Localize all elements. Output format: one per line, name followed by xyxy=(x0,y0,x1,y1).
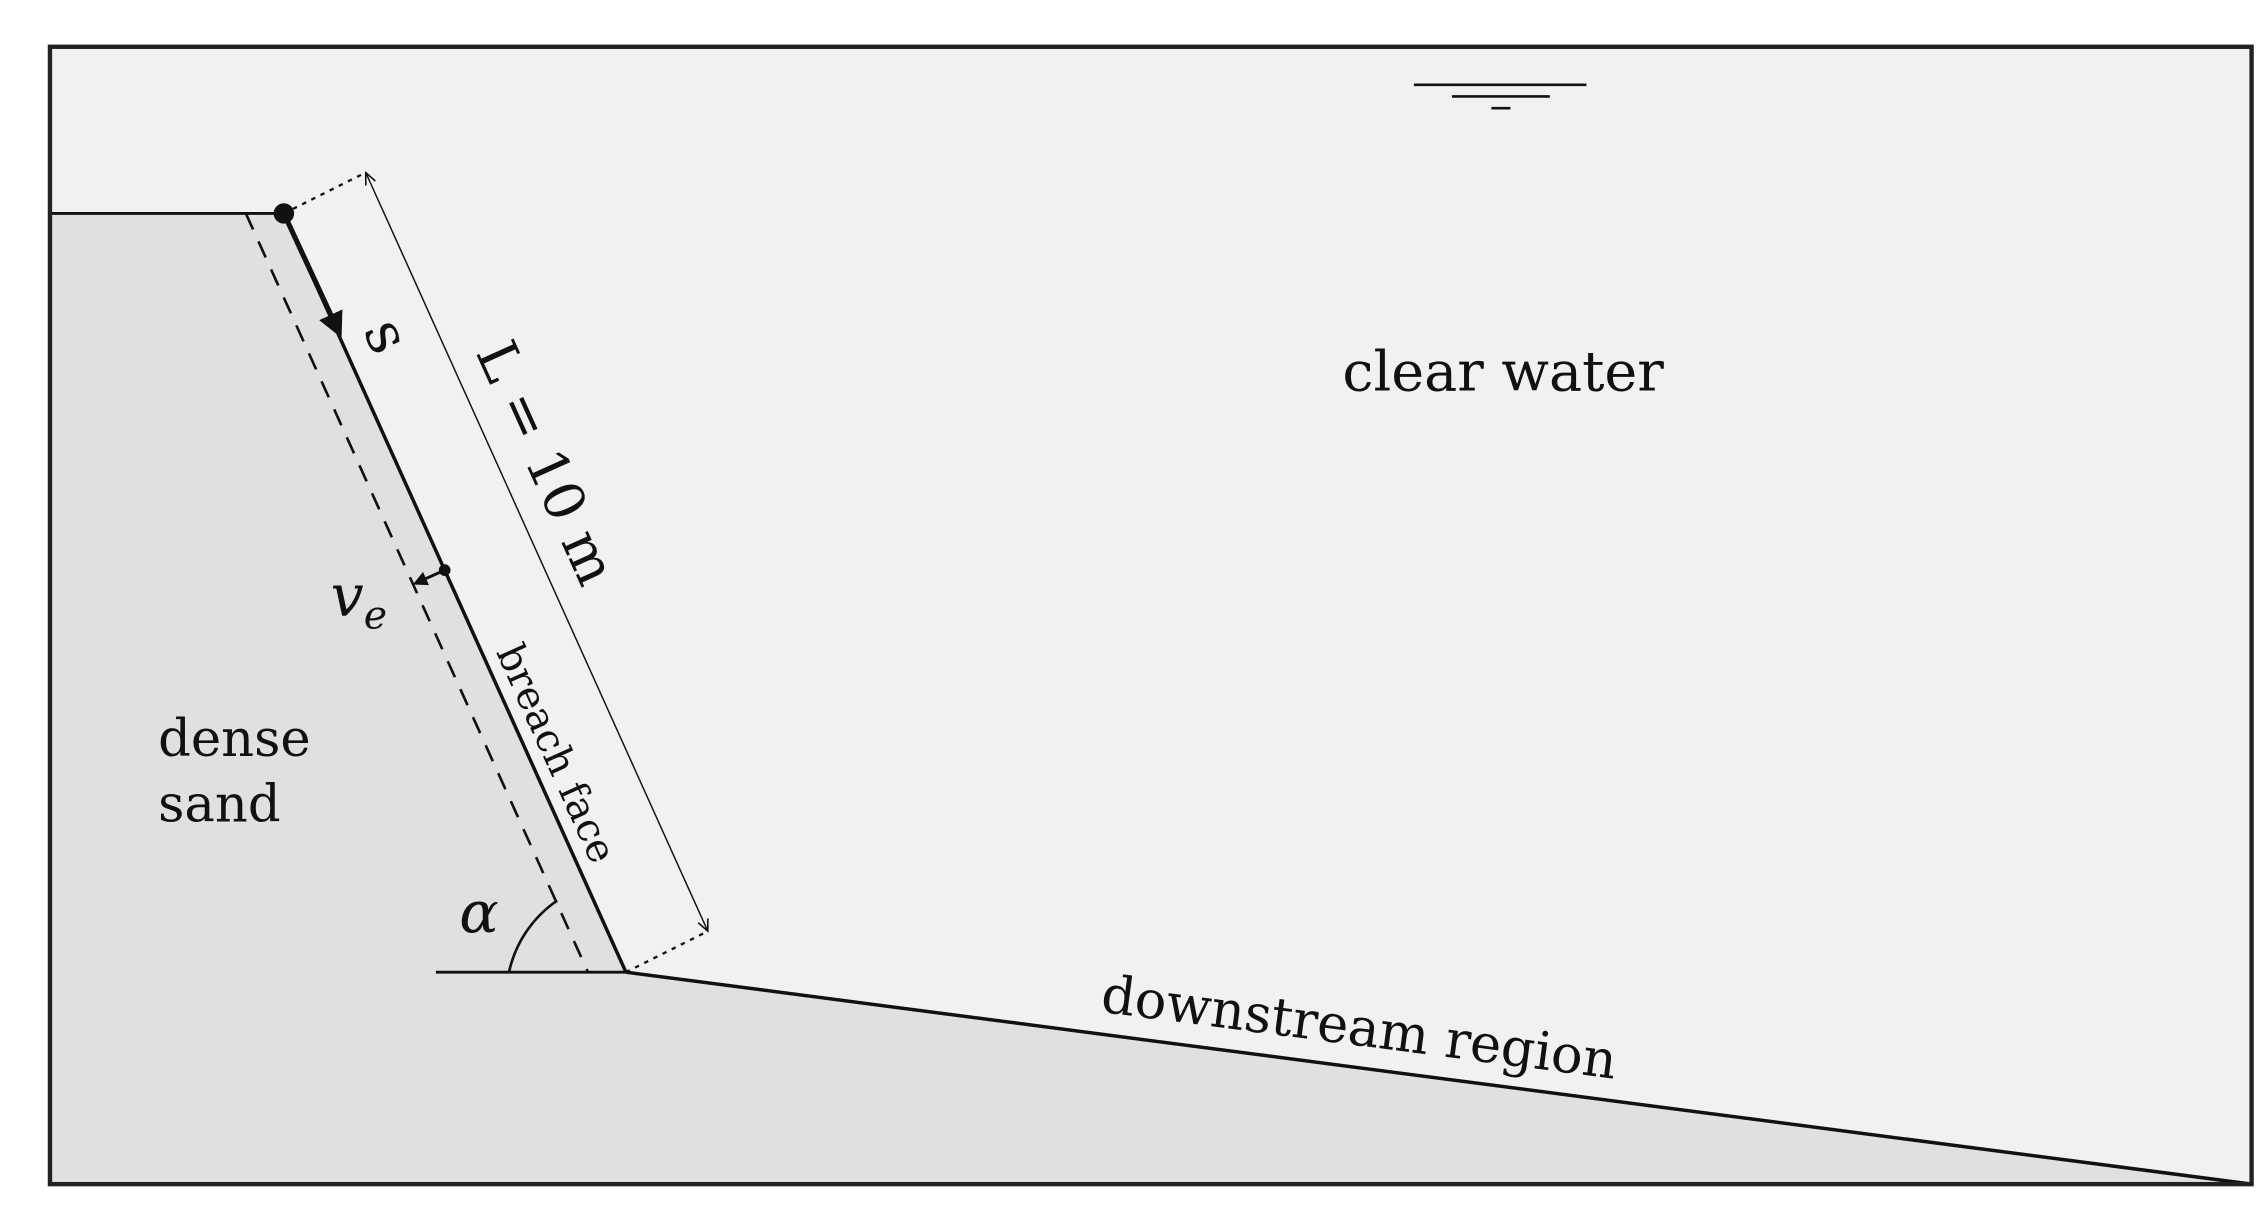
ve-label: ve xyxy=(331,561,387,638)
alpha-angle-arc xyxy=(507,899,558,973)
clear-water-label: clear water xyxy=(1342,339,1664,404)
ve-subscript: e xyxy=(364,593,387,639)
dense-sand-label-line2: sand xyxy=(158,776,280,835)
downstream-slope-line xyxy=(625,970,2252,1186)
dense-sand-label-line1: dense xyxy=(158,710,311,769)
ve-arrow xyxy=(412,568,446,586)
length-dimension-line xyxy=(366,173,708,932)
s-direction-arrow xyxy=(281,212,343,338)
frame-border xyxy=(47,44,2254,1187)
ve-main: v xyxy=(331,561,364,629)
sand-region xyxy=(49,213,2252,1185)
alpha-label: α xyxy=(459,879,498,947)
water-level-symbol xyxy=(1413,83,1587,110)
